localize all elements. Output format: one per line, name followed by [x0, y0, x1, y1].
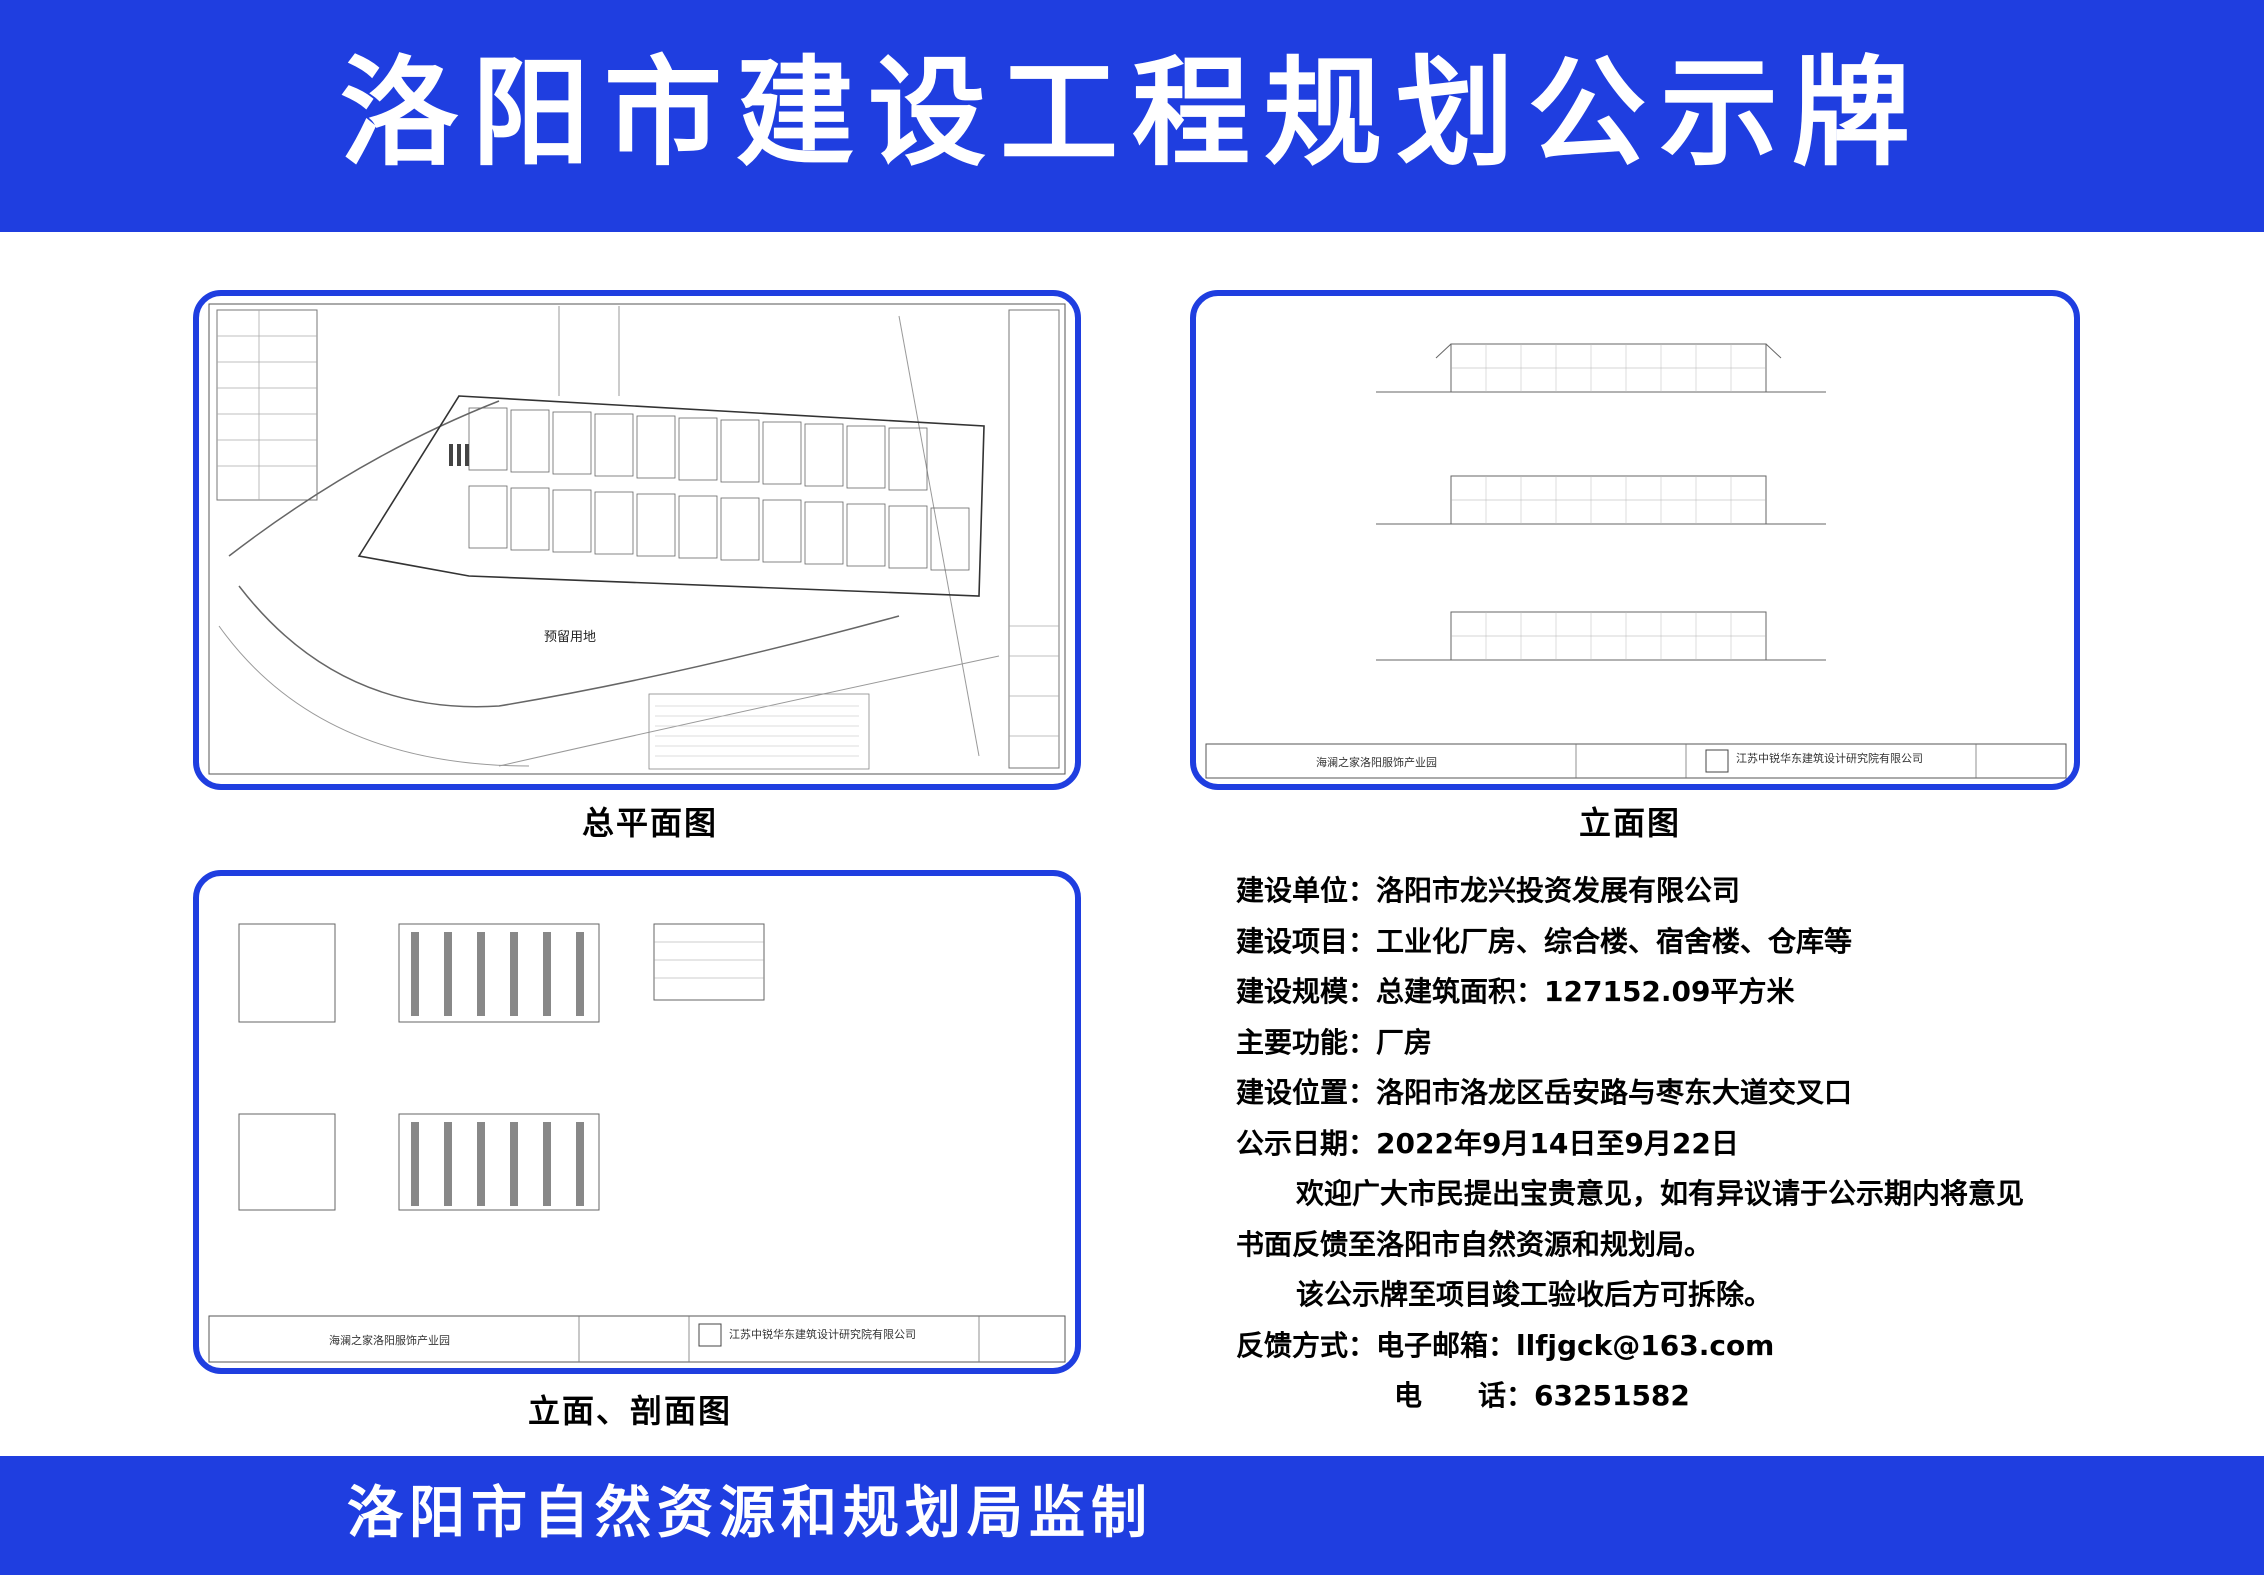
- elevation-panel: 海澜之家洛阳服饰产业园 江苏中锐华东建筑设计研究院有限公司: [1190, 290, 2080, 790]
- elevation-section-panel: 海澜之家洛阳服饰产业园 江苏中锐华东建筑设计研究院有限公司: [193, 870, 1081, 1374]
- project-label: 建设项目：: [1236, 924, 1377, 958]
- board-title: 洛阳市建设工程规划公示牌: [339, 44, 1924, 182]
- info-row-unit: 建设单位：洛阳市龙兴投资发展有限公司: [1236, 866, 2236, 917]
- project-value: 工业化厂房、综合楼、宿舍楼、仓库等: [1376, 924, 1853, 958]
- notice-line-1: 欢迎广大市民提出宝贵意见，如有异议请于公示期内将意见: [1296, 1177, 2025, 1210]
- header-banner: 洛阳市建设工程规划公示牌: [0, 0, 2264, 232]
- notice-line-3: 该公示牌至项目竣工验收后方可拆除。: [1296, 1278, 1773, 1311]
- info-row-location: 建设位置：洛阳市洛龙区岳安路与枣东大道交叉口: [1236, 1068, 2236, 1119]
- date-label: 公示日期：: [1236, 1126, 1377, 1160]
- phone-value: 63251582: [1534, 1379, 1690, 1412]
- elevation-drawing: 海澜之家洛阳服饰产业园 江苏中锐华东建筑设计研究院有限公司: [1205, 343, 2067, 779]
- section-project-name: 海澜之家洛阳服饰产业园: [329, 1333, 450, 1347]
- project-info: 建设单位：洛阳市龙兴投资发展有限公司 建设项目：工业化厂房、综合楼、宿舍楼、仓库…: [1236, 866, 2236, 1422]
- elevation-designer: 江苏中锐华东建筑设计研究院有限公司: [1736, 751, 1923, 765]
- section-designer: 江苏中锐华东建筑设计研究院有限公司: [729, 1327, 916, 1341]
- reserved-land-label: 预留用地: [544, 630, 596, 645]
- site-plan-panel: 预留用地: [193, 290, 1081, 790]
- phone-label-b: 话：: [1478, 1379, 1535, 1412]
- elevation-project-name: 海澜之家洛阳服饰产业园: [1316, 755, 1437, 769]
- info-row-date: 公示日期：2022年9月14日至9月22日: [1236, 1119, 2236, 1170]
- info-row-project: 建设项目：工业化厂房、综合楼、宿舍楼、仓库等: [1236, 917, 2236, 968]
- elevation-section-caption: 立面、剖面图: [527, 1392, 732, 1430]
- phone-label-a: 电: [1394, 1379, 1423, 1412]
- date-value: 2022年9月14日至9月22日: [1376, 1126, 1739, 1160]
- location-value: 洛阳市洛龙区岳安路与枣东大道交叉口: [1376, 1076, 1853, 1109]
- email-value: llfjgck@163.com: [1516, 1328, 1775, 1362]
- elevation-section-drawing: 海澜之家洛阳服饰产业园 江苏中锐华东建筑设计研究院有限公司: [208, 923, 1066, 1363]
- footer-banner: 洛阳市自然资源和规划局监制: [0, 1456, 2264, 1575]
- info-row-feedback: 反馈方式：电子邮箱：llfjgck@163.com: [1236, 1321, 2236, 1372]
- site-plan-caption: 总平面图: [581, 804, 718, 842]
- scale-value: 总建筑面积：127152.09平方米: [1376, 975, 1795, 1008]
- info-row-phone: 电 话：63251582: [1236, 1371, 2236, 1422]
- feedback-label: 反馈方式：: [1236, 1328, 1377, 1362]
- info-row-function: 主要功能：厂房: [1236, 1018, 2236, 1069]
- notice-line-2: 书面反馈至洛阳市自然资源和规划局。: [1236, 1227, 1713, 1261]
- location-label: 建设位置：: [1236, 1076, 1377, 1109]
- scale-label: 建设规模：: [1236, 975, 1377, 1008]
- site-plan-drawing: 预留用地: [208, 303, 1066, 775]
- elevation-caption: 立面图: [1578, 804, 1681, 842]
- email-label: 电子邮箱：: [1376, 1328, 1517, 1362]
- unit-label: 建设单位：: [1236, 874, 1377, 907]
- unit-value: 洛阳市龙兴投资发展有限公司: [1376, 874, 1741, 907]
- function-label: 主要功能：: [1236, 1025, 1377, 1059]
- info-row-scale: 建设规模：总建筑面积：127152.09平方米: [1236, 967, 2236, 1018]
- supervisor-title: 洛阳市自然资源和规划局监制: [347, 1481, 1153, 1546]
- function-value: 厂房: [1376, 1025, 1433, 1059]
